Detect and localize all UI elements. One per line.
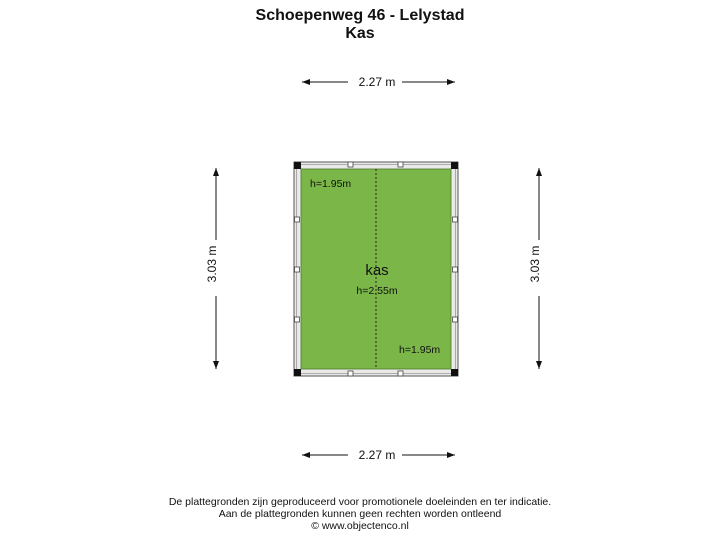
dimension-bottom-label: 2.27 m bbox=[359, 448, 396, 462]
dimension-bottom: 2.27 m bbox=[302, 448, 455, 462]
disclaimer-line-1: De plattegronden zijn geproduceerd voor … bbox=[168, 496, 552, 508]
disclaimer-line-2: Aan de plattegronden kunnen geen rechten… bbox=[218, 508, 502, 520]
dimension-left: 3.03 m bbox=[205, 168, 219, 369]
frame-posts bbox=[294, 161, 458, 377]
room-height-top-left-label: h=1.95m bbox=[310, 178, 351, 190]
address-title: Schoepenweg 46 - Lelystad bbox=[255, 7, 465, 24]
floor-title: Kas bbox=[345, 25, 375, 42]
dimension-right: 3.03 m bbox=[528, 168, 542, 369]
copyright-line: © www.objectenco.nl bbox=[311, 520, 409, 532]
room-height-center-label: h=2.55m bbox=[356, 285, 397, 297]
room-height-bottom-right-label: h=1.95m bbox=[399, 344, 440, 356]
corner-posts bbox=[294, 162, 458, 376]
dimension-top: 2.27 m bbox=[302, 75, 455, 89]
dimension-top-label: 2.27 m bbox=[359, 75, 396, 89]
dimension-right-label: 3.03 m bbox=[528, 246, 542, 283]
dimension-left-label: 3.03 m bbox=[205, 246, 219, 283]
room-name-label: kas bbox=[365, 262, 388, 279]
